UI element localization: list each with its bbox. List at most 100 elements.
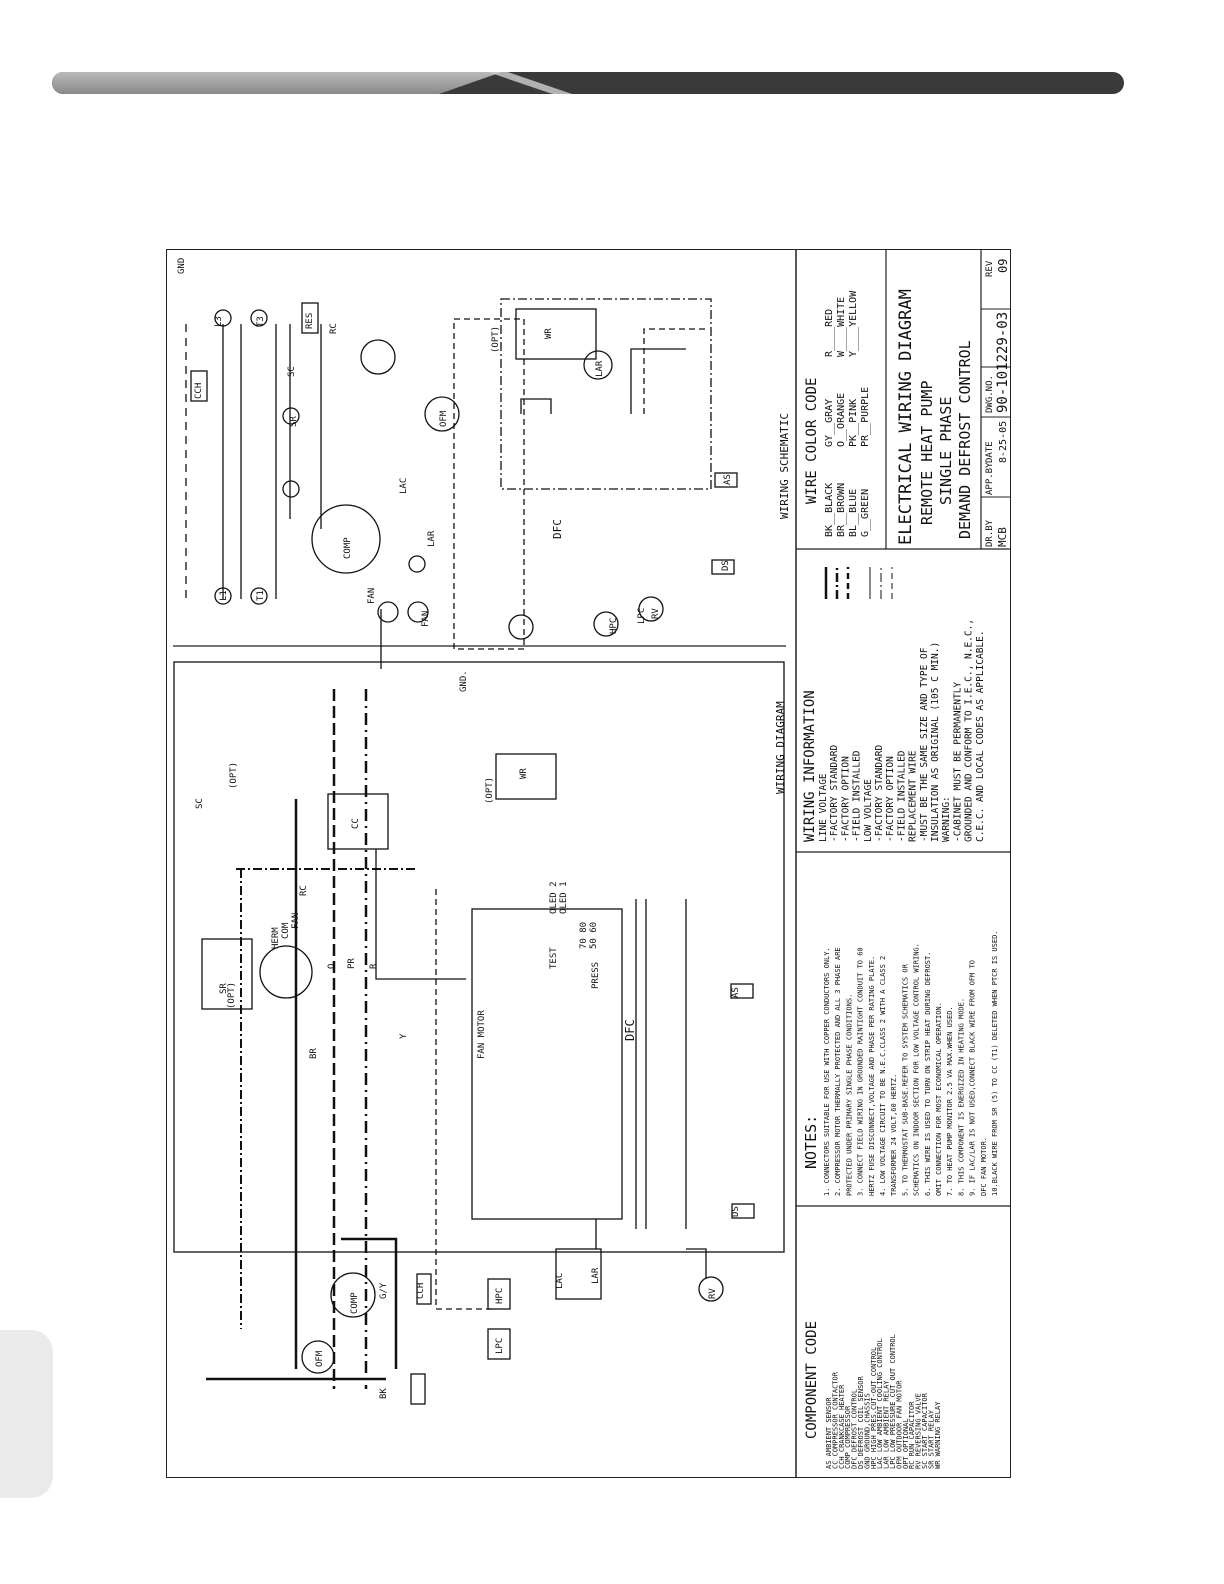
component-code-item-13: RC RUN CAPACITOR	[908, 1401, 916, 1469]
wiring-info-line-9: -MUST BE THE SAME SIZE AND TYPE OF	[919, 647, 930, 842]
component-code-item-10: LPC LOW PRESSURE CUT OUT CONTROL	[889, 1334, 897, 1469]
dg-wr: WR	[519, 768, 529, 779]
dg-dfc: DFC	[623, 1019, 637, 1041]
wire-color-code: WIRE COLOR CODE BK__BLACK BR__BROWN BL__…	[804, 290, 871, 537]
dg-ofm: OFM	[315, 1350, 325, 1367]
dg-herm: HERM	[271, 927, 281, 949]
wcc-c2-2: PK__PINK	[848, 399, 859, 447]
wcc-c1-3: G__GREEN	[860, 489, 871, 537]
component-code-item-11: OFM OUTDOOR FAN MOTOR	[895, 1380, 903, 1469]
sch-l1: L1	[219, 590, 229, 601]
note-line-11: 7. TO HEAT PUMP MONITOR 2.5 VA MAX.WHEN …	[946, 1006, 954, 1196]
app-by-label: APP.BY	[985, 462, 995, 495]
dg-rv: RV	[708, 1288, 718, 1299]
dg-hz2: 50 60	[589, 922, 599, 949]
sch-l3: L3	[214, 316, 224, 327]
dr-by-value: MCB	[996, 527, 1009, 547]
title-block: ELECTRICAL WIRING DIAGRAM REMOTE HEAT PU…	[896, 259, 1011, 547]
sch-fan1: FAN	[367, 588, 377, 604]
wcc-c1-2: BL__BLUE	[848, 489, 859, 537]
dg-opt3: (OPT)	[485, 777, 495, 804]
notes: NOTES:1. CONNECTORS SUITABLE FOR USE WIT…	[802, 930, 999, 1196]
sch-lar2: LAR	[595, 360, 605, 377]
header-bar-highlight	[52, 72, 502, 94]
component-code-item-6: GND GROUND,CHASSIS	[863, 1393, 871, 1469]
sch-lac: LAC	[399, 478, 409, 494]
sch-wr: WR	[544, 328, 554, 339]
note-line-10: OMIT CONNECTION FOR MOST ECONOMICAL OPER…	[935, 1002, 943, 1196]
dg-gnd: GND.	[459, 670, 469, 692]
note-line-3: 3. CONNECT FIELD WIRING IN GROUNDED RAIN…	[857, 947, 865, 1196]
dg-pr1: PR	[347, 958, 357, 969]
sch-as: AS	[723, 474, 733, 485]
sch-dfc: DFC	[551, 519, 564, 539]
sch-t1: T1	[256, 590, 266, 601]
component-code-item-16: SR START RELAY	[927, 1409, 935, 1469]
component-code-title: COMPONENT CODE	[804, 1321, 820, 1439]
component-code-item-2: CCH CRANKCASE HEATER	[838, 1384, 846, 1469]
header-bar	[52, 72, 1124, 94]
sch-rv: RV	[651, 608, 661, 619]
dg-cch: CCH	[416, 1283, 426, 1299]
component-code-item-14: RV REVERSING VALVE	[915, 1393, 923, 1469]
component-code-item-15: SC START CAPACITOR	[921, 1392, 929, 1469]
wiring-info-line-2: -FACTORY OPTION	[840, 756, 851, 842]
wiring-information-title: WIRING INFORMATION	[802, 690, 818, 842]
wiring-info-line-6: -FACTORY OPTION	[885, 756, 896, 842]
dg-hpc: HPC	[495, 1288, 505, 1304]
note-line-5: 4. LOW VOLTAGE CIRCUIT TO BE N.E.C.CLASS…	[879, 956, 887, 1196]
component-code-item-12: OPT OPTIONAL	[902, 1418, 910, 1469]
wcc-c2-3: PR__PURPLE	[860, 387, 871, 447]
wire-color-code-title: WIRE COLOR CODE	[804, 378, 820, 504]
dg-fan-motor: FAN MOTOR	[477, 1010, 487, 1059]
dg-opt2: (OPT)	[227, 982, 237, 1009]
sch-rc: RC	[329, 323, 339, 334]
dwg-no-value: 90-101229-03	[995, 312, 1011, 413]
component-code-item-9: LAR LOW AMBIENT RELAY	[883, 1380, 891, 1469]
note-line-15: 10.BLACK WIRE FROM SR (5) TO CC (T1) DEL…	[991, 930, 999, 1196]
rev-value: 09	[996, 259, 1010, 273]
dg-lac: LAC	[555, 1273, 565, 1289]
dg-gy: G/Y	[379, 1282, 389, 1299]
wcc-c1-1: BR__BROWN	[836, 483, 847, 537]
dg-opt1: (OPT)	[229, 762, 239, 789]
note-line-4: HERTZ FUSE DISCONNECT,VOLTAGE AND PHASE …	[868, 956, 876, 1196]
note-line-9: 6. THIS WIRE IS USED TO TURN ON STRIP HE…	[924, 952, 932, 1196]
dg-fan: FAN	[291, 913, 301, 929]
dg-press: PRESS	[591, 962, 601, 989]
title-sub2: SINGLE PHASE	[937, 397, 955, 505]
note-line-6: TRANSFORMER 24 VOLT,60 HERTZ.	[890, 1074, 898, 1196]
dg-com: COM	[281, 922, 291, 939]
dg-sr: SR	[219, 983, 229, 994]
dwg-no-label: DWG.NO.	[985, 375, 995, 413]
note-line-1: 2. COMPRESSOR MOTOR THERMALLY PROTECTED …	[834, 947, 842, 1196]
wiring-diagram	[173, 661, 785, 1405]
wiring-schematic	[185, 298, 738, 669]
drawing-sheet-border	[166, 249, 1011, 1478]
dg-cc: CC	[351, 818, 361, 829]
wiring-info-line-0: LINE VOLTAGE	[818, 773, 829, 842]
wiring-info-line-11: WARNING:	[941, 796, 952, 842]
dg-o1: O	[327, 964, 337, 969]
title-main: ELECTRICAL WIRING DIAGRAM	[896, 289, 916, 545]
dg-br1: BR	[309, 1048, 319, 1059]
sch-sc: SC	[287, 366, 297, 377]
sch-t3: T3	[256, 316, 266, 327]
dg-r1: R	[369, 963, 379, 969]
dg-hz1: 70 80	[579, 922, 589, 949]
caption-wiring-schematic: WIRING SCHEMATIC	[778, 413, 791, 519]
wcc-c3-0: R____RED	[824, 309, 835, 357]
sch-ofm: OFM	[439, 410, 449, 427]
dg-lar: LAR	[591, 1267, 601, 1284]
wiring-info-line-12: -CABINET MUST BE PERMANENTLY	[952, 682, 963, 842]
dg-as: AS	[731, 987, 741, 998]
wiring-info-line-1: -FACTORY STANDARD	[829, 744, 840, 842]
note-line-2: PROTECTED UNDER PRIMARY SINGLE PHASE CON…	[845, 994, 853, 1196]
sch-comp: COMP	[343, 537, 353, 559]
rev-label: REV	[985, 260, 995, 277]
wiring-info-line-5: -FACTORY STANDARD	[874, 744, 885, 842]
schematic-labels: GND L3 T3 L1 T1 CCH RES SC SR RC COMP OF…	[177, 258, 733, 634]
sch-ds: DS	[721, 560, 731, 571]
wcc-c3-1: W____WHITE	[836, 297, 847, 357]
